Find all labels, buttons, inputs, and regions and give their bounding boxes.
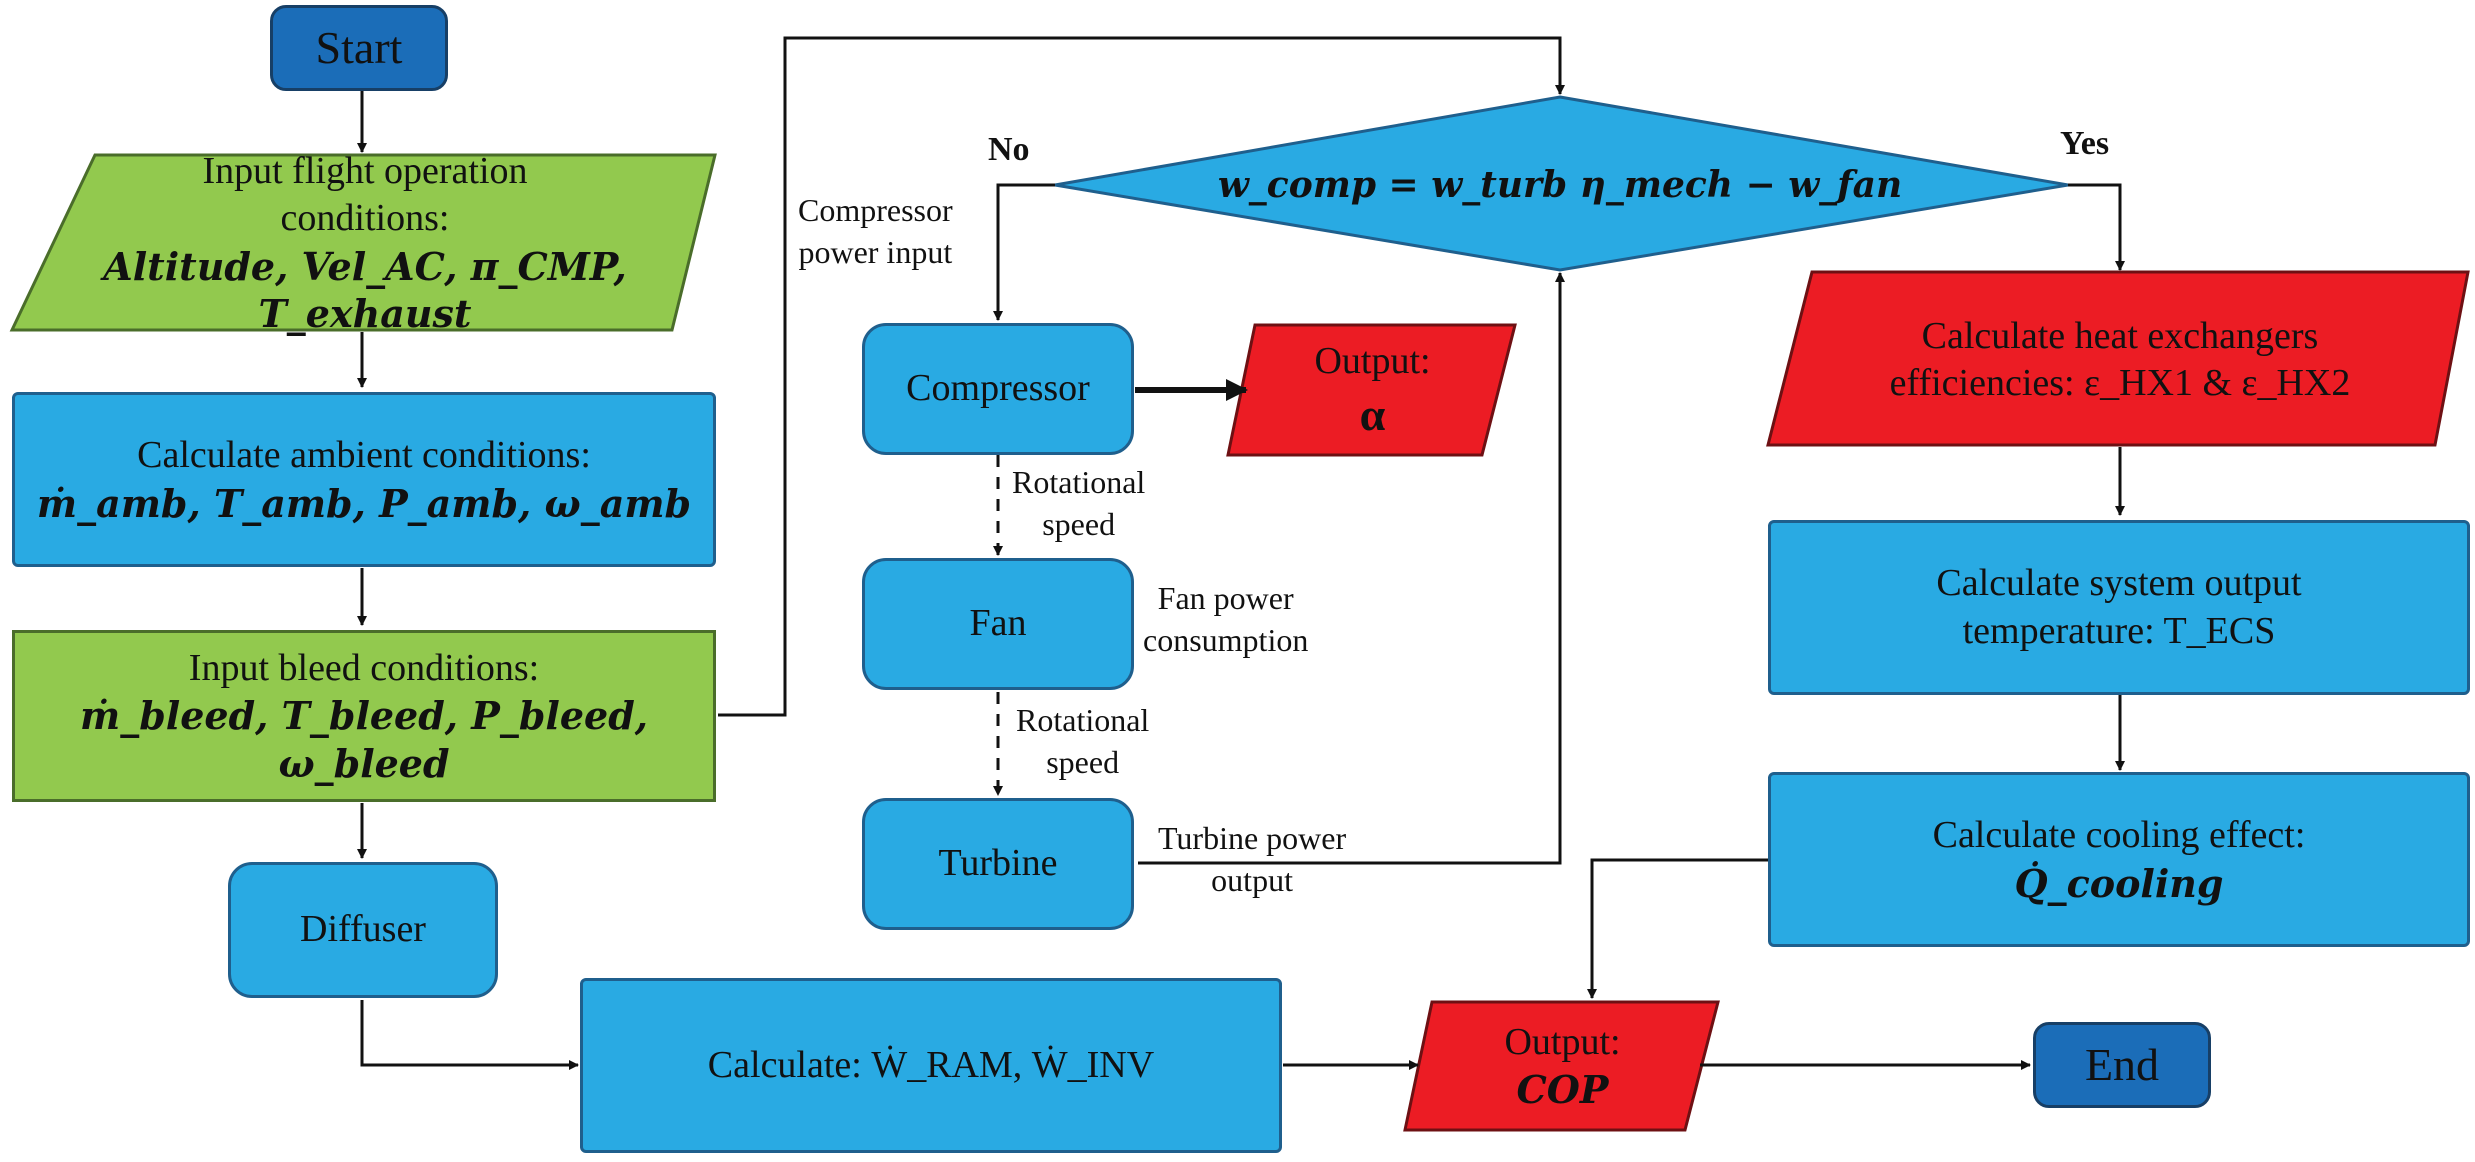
system-output-vars: temperature: T_ECS — [1962, 609, 2276, 652]
compressor-node: Compressor — [862, 323, 1134, 455]
flight-input-shape — [9, 153, 717, 332]
cooling-vars: Q̇_cooling — [2014, 860, 2224, 906]
system-output-title: Calculate system output — [1936, 562, 2302, 604]
calculate-work-node: Calculate: Ẇ_RAM, Ẇ_INV — [580, 978, 1282, 1153]
fan-power-line-2: consumption — [1143, 621, 1309, 658]
compressor-power-line-1: Compressor — [798, 192, 953, 228]
decision-diamond — [1054, 95, 2069, 272]
hx-title: Calculate heat exchangers — [1921, 314, 2319, 357]
turbine-power-line-1: Turbine power — [1158, 820, 1347, 856]
start-label: Start — [315, 22, 403, 74]
fan-label: Fan — [969, 602, 1027, 645]
bleed-vars: ṁ_bleed, T_bleed, P_bleed, ω_bleed — [80, 693, 648, 786]
bleed-title: Input bleed conditions: — [188, 646, 540, 689]
flight-input-vars: Altitude, Vel_AC, π_CMP, T_exhaust — [103, 243, 627, 337]
hx-vars: efficiencies: ε_HX1 & ε_HX2 — [1889, 362, 2351, 404]
rotational-2-line-1: Rotational — [1016, 702, 1150, 738]
rotational-1-line-1: Rotational — [1012, 464, 1146, 500]
flight-input-title: Input flight operation — [202, 149, 528, 192]
fan-power-label: Fan power consumption — [1143, 578, 1308, 661]
calculate-work-label: Calculate: Ẇ_RAM, Ẇ_INV — [707, 1043, 1155, 1086]
cooling-title: Calculate cooling effect: — [1932, 814, 2306, 856]
compressor-label: Compressor — [906, 367, 1090, 410]
ambient-conditions-node: Calculate ambient conditions: ṁ_amb, T_a… — [12, 392, 716, 567]
turbine-node: Turbine — [862, 798, 1134, 930]
hx-efficiency-node: Calculate heat exchangers efficiencies: … — [1800, 285, 2440, 435]
cooling-effect-node: Calculate cooling effect: Q̇_cooling — [1768, 772, 2470, 947]
compressor-power-line-2: power input — [798, 233, 953, 270]
rotational-speed-label-2: Rotational speed — [1016, 700, 1149, 783]
rotational-speed-label-1: Rotational speed — [1012, 462, 1145, 545]
turbine-power-line-2: output — [1211, 861, 1293, 898]
decision-node: w_comp = w_turb η_mech − w_fan — [1160, 150, 1960, 220]
output-cop-value: COP — [1516, 1067, 1609, 1112]
end-terminal: End — [2033, 1022, 2211, 1108]
diffuser-label: Diffuser — [300, 908, 426, 951]
hx-shape — [1766, 270, 2470, 447]
flight-input-node: Input flight operation conditions: Altit… — [40, 150, 690, 337]
no-label: No — [988, 131, 1030, 168]
output-alpha-title: Output: — [1314, 340, 1431, 382]
turbine-power-label: Turbine power output — [1158, 818, 1346, 901]
start-terminal: Start — [270, 5, 448, 91]
output-alpha-value: α — [1359, 388, 1386, 440]
compressor-power-label: Compressor power input — [798, 190, 953, 273]
ambient-vars: ṁ_amb, T_amb, P_amb, ω_amb — [36, 480, 692, 526]
fan-power-line-1: Fan power — [1157, 580, 1294, 616]
ambient-title: Calculate ambient conditions: — [137, 434, 591, 476]
output-cop-shape — [1403, 1000, 1720, 1132]
output-alpha-shape — [1226, 323, 1517, 457]
yes-label: Yes — [2060, 125, 2110, 162]
decision-equation: w_comp = w_turb η_mech − w_fan — [1217, 163, 1903, 206]
flight-input-title-2: conditions: — [280, 197, 450, 239]
fan-node: Fan — [862, 558, 1134, 690]
system-output-node: Calculate system output temperature: T_E… — [1768, 520, 2470, 695]
output-alpha-node: Output: α — [1245, 328, 1500, 453]
output-cop-node: Output: COP — [1420, 1005, 1705, 1127]
rotational-2-line-2: speed — [1046, 743, 1120, 780]
end-label: End — [2084, 1039, 2160, 1091]
output-cop-title: Output: — [1504, 1020, 1621, 1063]
bleed-conditions-node: Input bleed conditions: ṁ_bleed, T_bleed… — [12, 630, 716, 802]
rotational-1-line-2: speed — [1042, 505, 1116, 542]
turbine-label: Turbine — [938, 842, 1058, 885]
diffuser-node: Diffuser — [228, 862, 498, 998]
